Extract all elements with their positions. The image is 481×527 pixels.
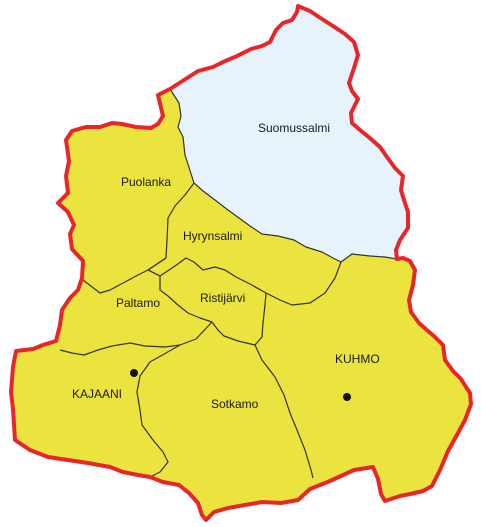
label-kuhmo[interactable]: KUHMO: [335, 352, 380, 366]
border-suomussalmi-kuhmo: [340, 253, 398, 263]
label-suomussalmi[interactable]: Suomussalmi: [258, 121, 330, 135]
kuhmo-town-marker: [343, 393, 351, 401]
label-ristijarvi[interactable]: Ristijärvi: [200, 291, 245, 305]
kajaani-town-marker: [130, 369, 138, 377]
label-kajaani[interactable]: KAJAANI: [72, 387, 122, 401]
municipal-borders: [59, 88, 398, 479]
border-hyrynsalmi-suomussalmi: [193, 182, 342, 263]
border-hyrynsalmi-ristijarvi: [147, 257, 342, 306]
border-paltamo-ristijarvi: [147, 269, 213, 323]
border-kajaani-sotkamo: [136, 344, 181, 478]
label-puolanka[interactable]: Puolanka: [121, 175, 171, 189]
border-sotkamo-kuhmo: [254, 344, 314, 479]
region-outline: [9, 4, 473, 522]
municipality-suomussalmi[interactable]: [170, 6, 408, 262]
border-puolanka-suomussalmi: [169, 88, 195, 184]
border-paltamo-kajaani: [59, 321, 213, 356]
border-puolanka-hyrynsalmi: [165, 182, 195, 259]
border-ristijarvi-kuhmo: [254, 292, 267, 346]
border-ristijarvi-sotkamo: [211, 321, 256, 346]
label-sotkamo[interactable]: Sotkamo: [211, 397, 259, 411]
label-paltamo[interactable]: Paltamo: [116, 296, 160, 310]
label-hyrynsalmi[interactable]: Hyrynsalmi: [183, 229, 242, 243]
